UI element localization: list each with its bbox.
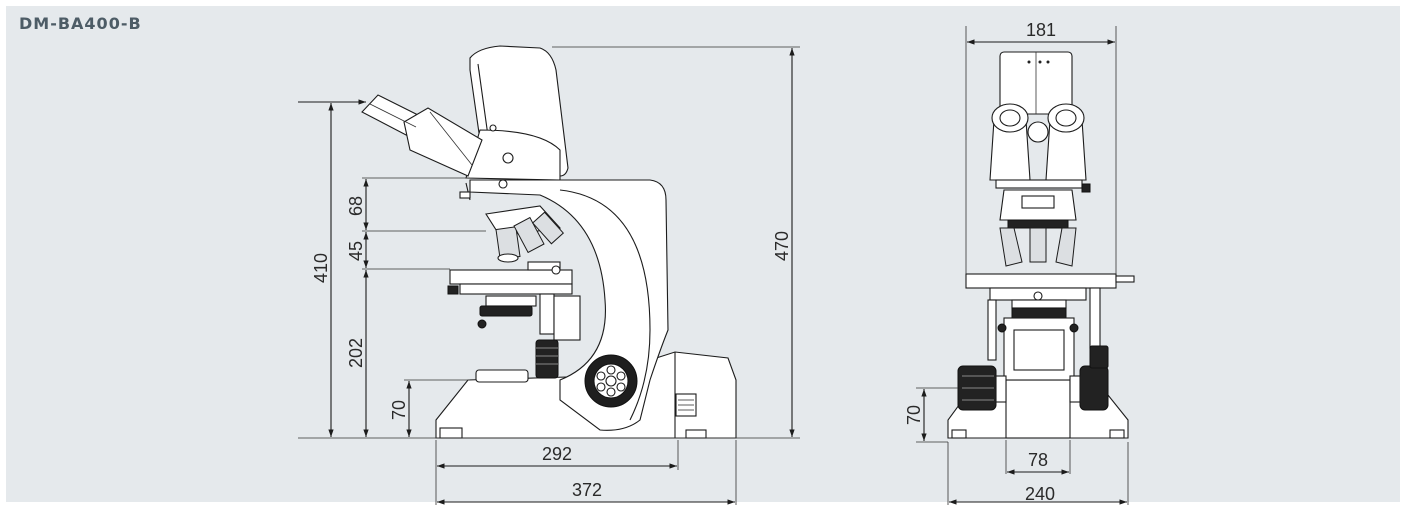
side-view — [298, 45, 800, 505]
model-title: DM-BA400-B — [19, 14, 142, 33]
dim-head-height: 68 — [346, 196, 366, 216]
dim-objective-height: 45 — [346, 241, 366, 261]
dim-front-base-height: 70 — [904, 405, 924, 425]
dim-depth-inner: 292 — [542, 444, 572, 464]
dim-base-height: 70 — [389, 400, 409, 420]
dim-top-width: 181 — [1026, 20, 1056, 40]
dim-base-width: 240 — [1025, 484, 1055, 504]
dim-depth-total: 372 — [572, 480, 602, 500]
dim-stage-height: 202 — [346, 338, 366, 368]
dim-inner-width: 78 — [1028, 450, 1048, 470]
dim-total-height: 470 — [772, 231, 792, 261]
front-view — [916, 26, 1135, 505]
dim-eyepiece-height: 410 — [311, 253, 331, 283]
